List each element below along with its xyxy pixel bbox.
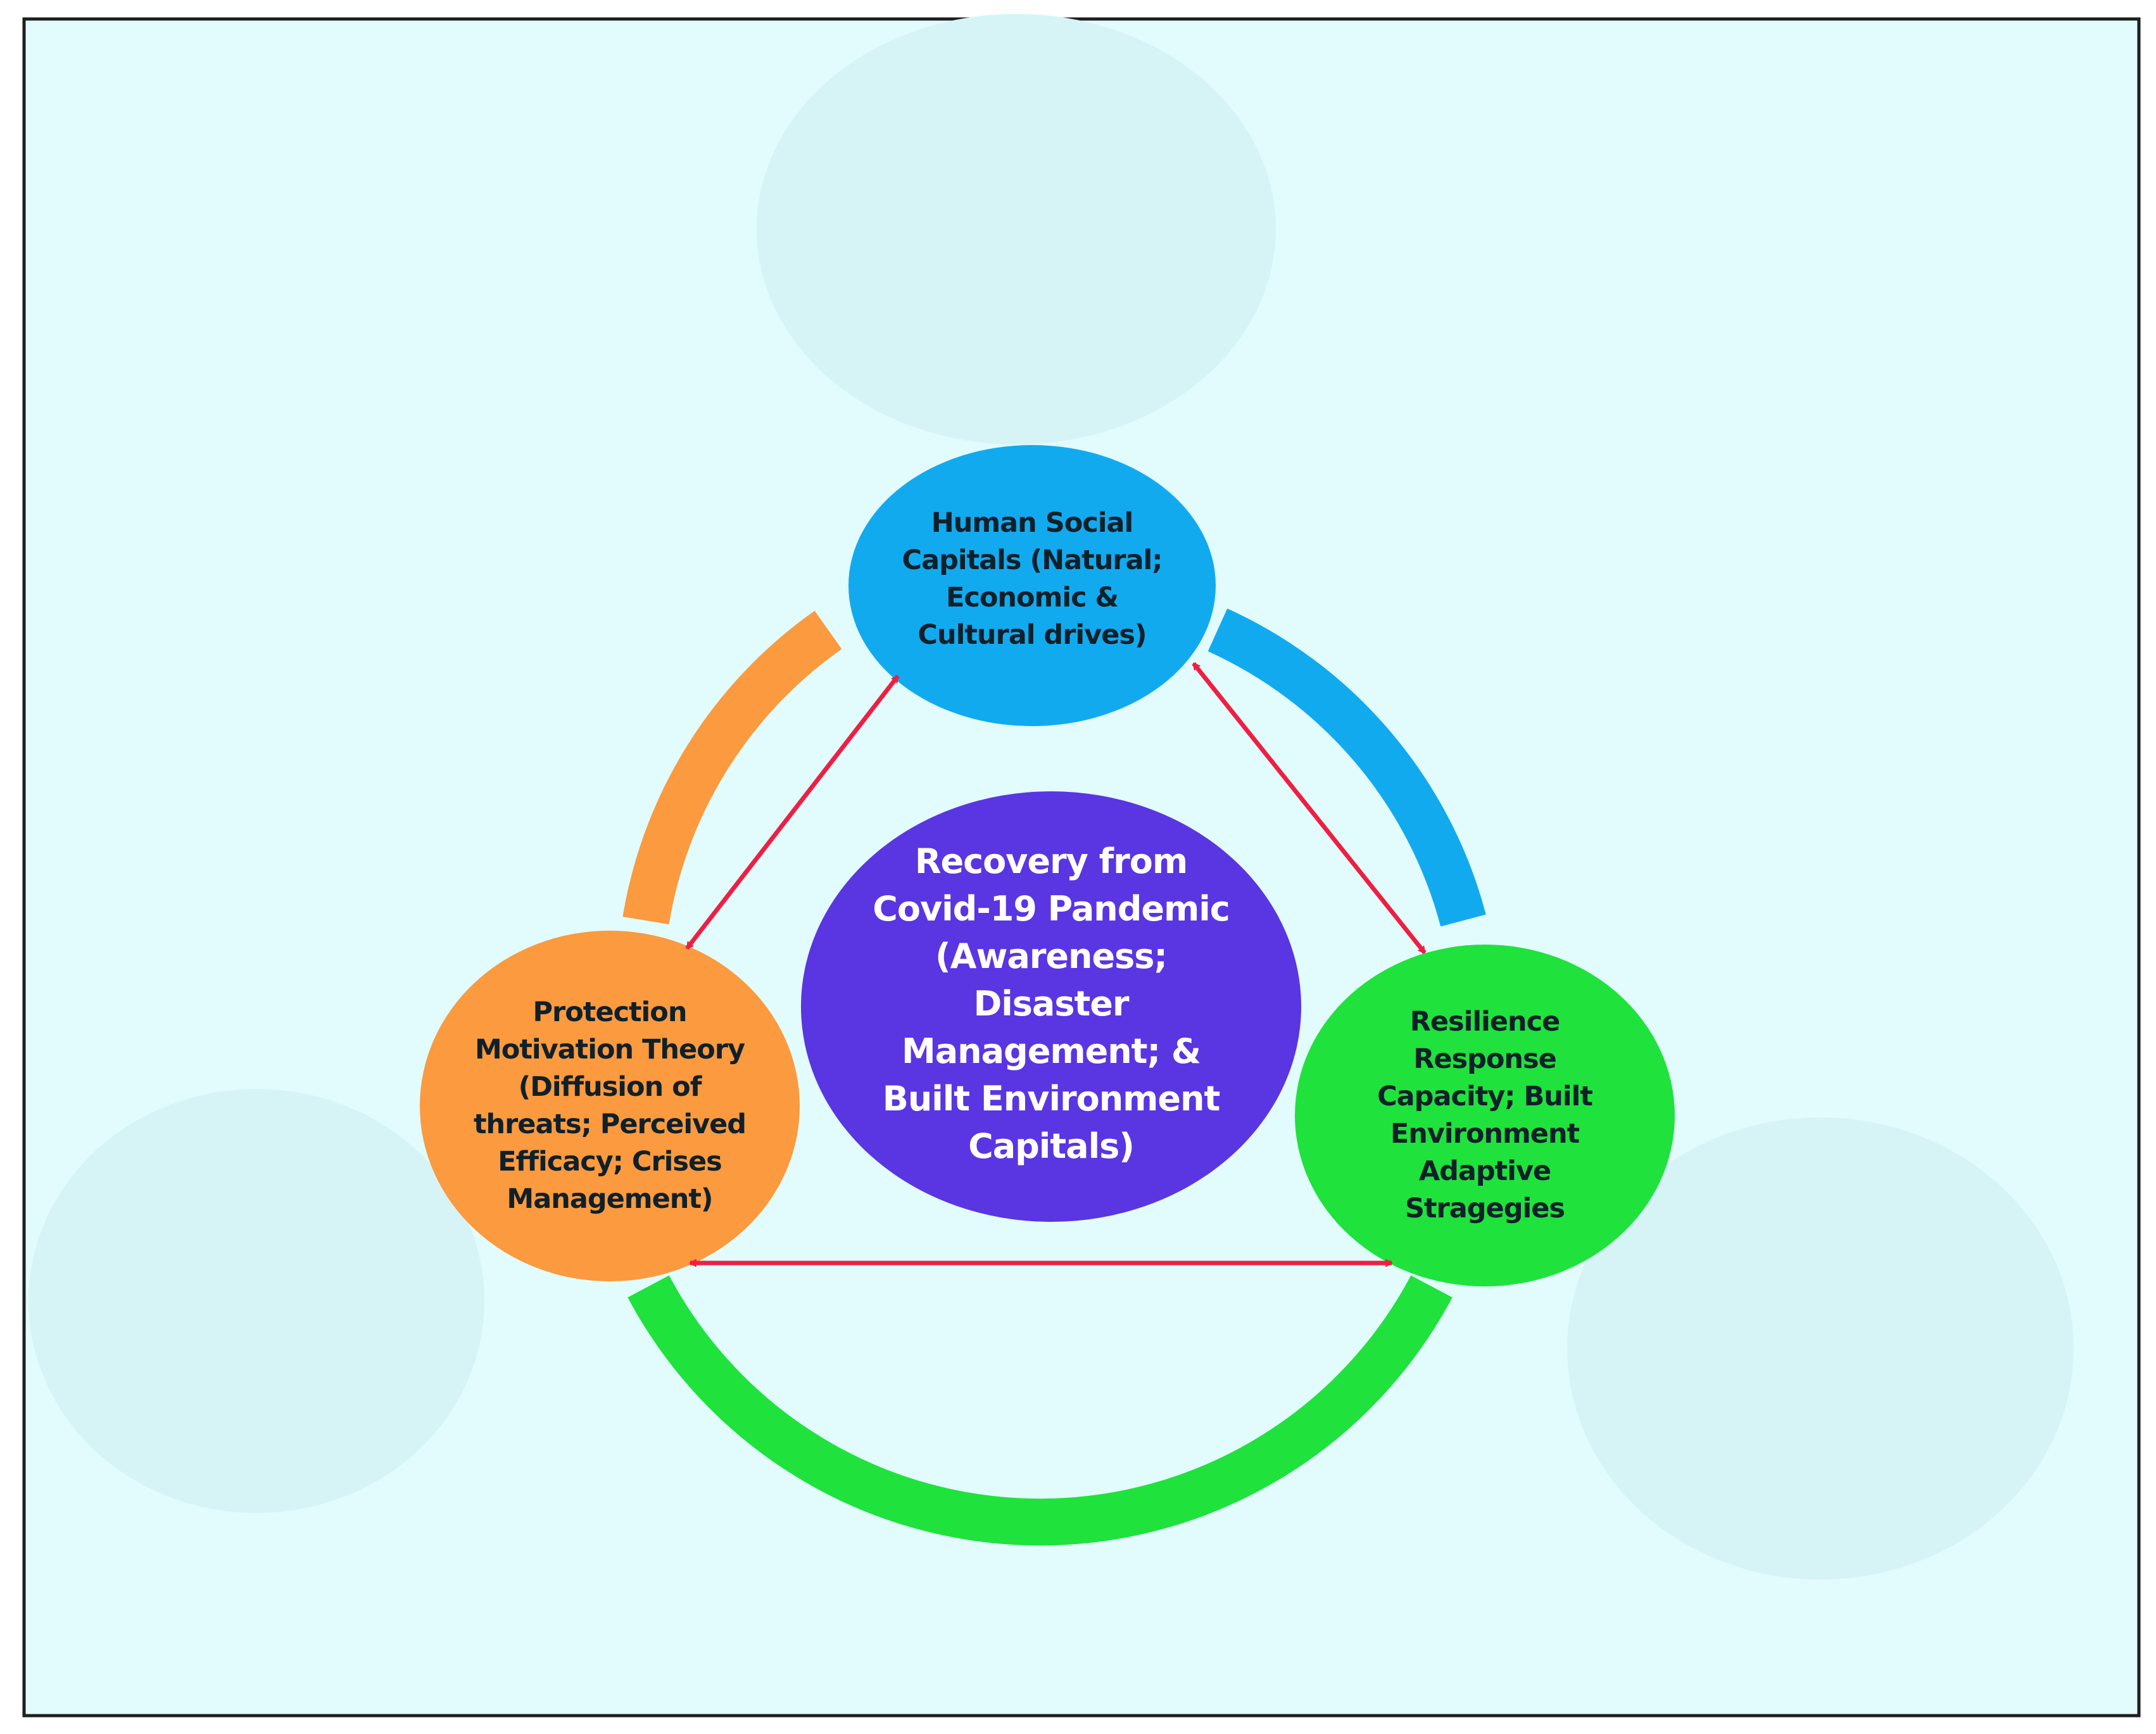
arrow-top-right bbox=[1192, 662, 1427, 955]
node-center-line: Recovery from bbox=[914, 841, 1188, 881]
node-center-line: Built Environment bbox=[882, 1078, 1221, 1119]
node-right-circle bbox=[1295, 945, 1675, 1286]
node-center-circle bbox=[801, 791, 1301, 1222]
node-left-line: Efficacy; Crises bbox=[498, 1146, 722, 1178]
node-right-line: Response bbox=[1413, 1043, 1557, 1075]
node-center-label: Recovery from Covid-19 Pandemic (Awarene… bbox=[829, 836, 1273, 1171]
node-right-line: Resilience bbox=[1409, 1006, 1561, 1038]
faint-ellipse-left bbox=[28, 1089, 484, 1513]
node-top-line: Cultural drives) bbox=[917, 619, 1147, 651]
faint-ellipse-top bbox=[757, 14, 1276, 444]
node-left-line: Motivation Theory bbox=[475, 1034, 745, 1065]
node-center-line: Disaster bbox=[973, 983, 1129, 1024]
node-right-line: Capacity; Built bbox=[1377, 1081, 1593, 1112]
node-left-line: threats; Perceived bbox=[473, 1109, 747, 1140]
node-center-line: Covid-19 Pandemic bbox=[873, 888, 1230, 929]
node-left-line: Protection bbox=[533, 996, 688, 1028]
node-left-label: Protection Motivation Theory (Diffusion … bbox=[451, 986, 768, 1226]
node-top-circle bbox=[848, 445, 1216, 726]
faint-ellipse-right bbox=[1567, 1117, 2074, 1580]
node-center-line: Capitals) bbox=[968, 1126, 1135, 1166]
node-right-label: Resilience Response Capacity; Built Envi… bbox=[1327, 995, 1643, 1236]
node-center-line: Management; & bbox=[902, 1031, 1201, 1071]
node-top-label: Human Social Capitals (Natural; Economic… bbox=[874, 484, 1190, 674]
node-left-line: (Diffusion of bbox=[518, 1071, 702, 1103]
node-center-line: (Awareness; bbox=[935, 936, 1168, 976]
node-right-line: Adaptive bbox=[1418, 1155, 1551, 1187]
node-right-line: Environment bbox=[1390, 1118, 1580, 1150]
node-top-line: Economic & bbox=[945, 582, 1119, 613]
node-left-circle bbox=[420, 931, 800, 1281]
node-left-line: Management) bbox=[507, 1183, 713, 1215]
node-right-line: Stragegies bbox=[1405, 1193, 1565, 1224]
node-top-line: Capitals (Natural; bbox=[902, 544, 1163, 576]
ring-segment-green bbox=[627, 1275, 1453, 1546]
arrow-top-left bbox=[685, 674, 900, 950]
node-top-line: Human Social bbox=[931, 507, 1133, 539]
